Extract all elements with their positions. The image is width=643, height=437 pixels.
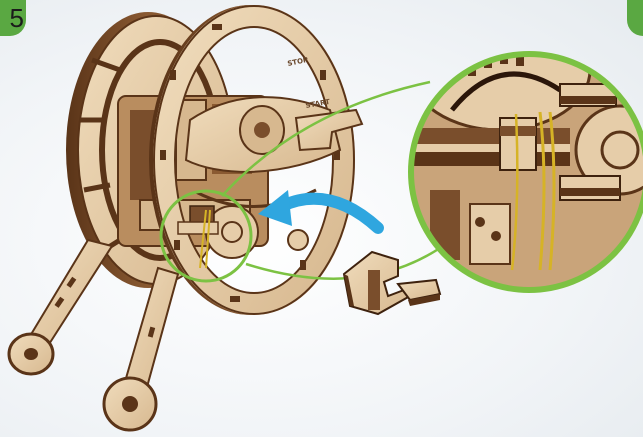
left-leg	[9, 240, 112, 374]
loose-latch-part	[344, 252, 440, 314]
front-leg	[104, 268, 178, 430]
curved-arrow-icon	[258, 190, 378, 228]
engraved-stop-label: STOP	[287, 56, 309, 68]
zoom-detail-view	[410, 10, 643, 294]
step-number-badge: 5	[0, 0, 26, 36]
